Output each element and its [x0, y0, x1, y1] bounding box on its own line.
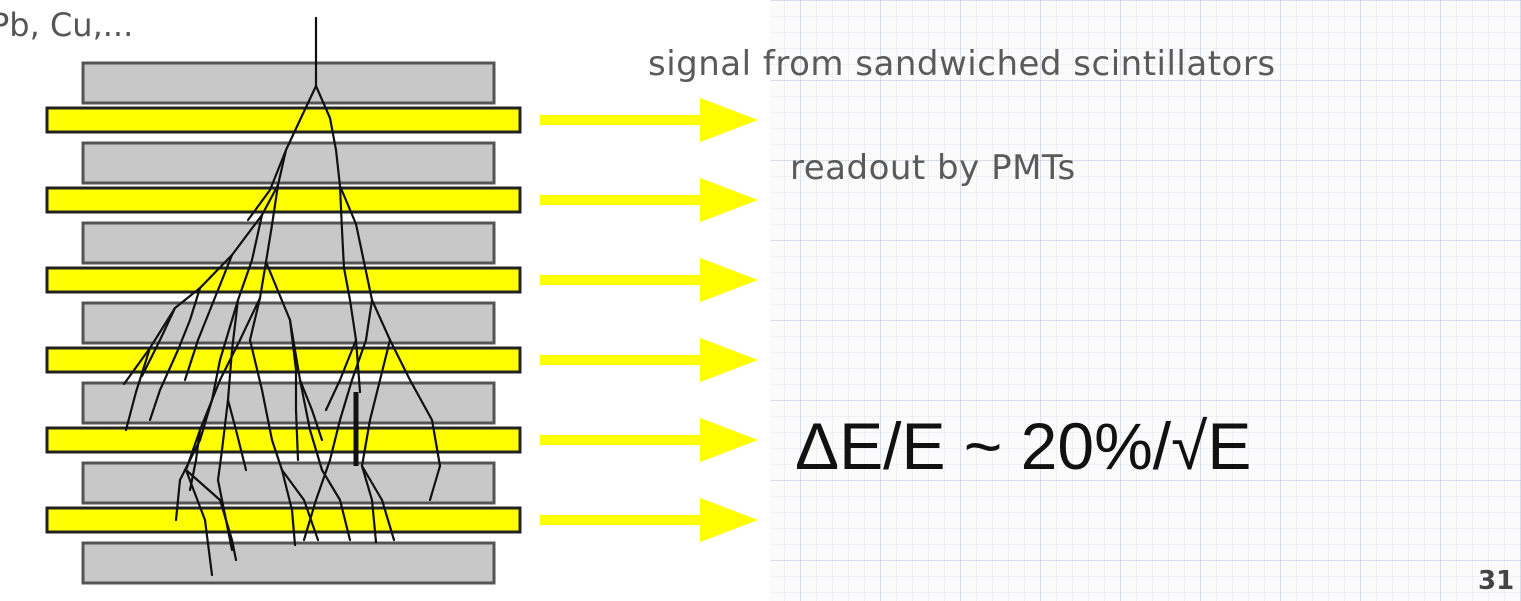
- absorber-plate: [81, 221, 496, 265]
- page-number: 31: [1478, 566, 1515, 596]
- signal-arrows: [540, 98, 758, 542]
- scintillator-plate: [45, 266, 522, 294]
- scintillator-plate: [45, 186, 522, 214]
- readout-description: readout by PMTs: [790, 148, 1076, 188]
- energy-resolution-formula: ΔE/E ~ 20%/√E: [795, 409, 1252, 483]
- scintillator-plate: [45, 346, 522, 374]
- absorber-plate: [81, 141, 496, 185]
- signal-arrow: [540, 338, 758, 382]
- absorber-plate: [81, 61, 496, 105]
- absorber-layers: [81, 61, 496, 585]
- scintillator-plate: [45, 426, 522, 454]
- signal-arrow: [540, 418, 758, 462]
- signal-arrow: [540, 178, 758, 222]
- absorber-plate: [81, 541, 496, 585]
- signal-arrow: [540, 498, 758, 542]
- signal-arrow: [540, 98, 758, 142]
- scintillator-plate: [45, 506, 522, 534]
- absorber-materials-label: Pb, Cu,...: [0, 6, 134, 44]
- scintillator-layers: [45, 106, 522, 534]
- particle-shower: [122, 16, 442, 577]
- scintillator-plate: [45, 106, 522, 134]
- signal-description: signal from sandwiched scintillators: [648, 44, 1276, 84]
- absorber-plate: [81, 381, 496, 425]
- signal-arrow: [540, 258, 758, 302]
- absorber-plate: [81, 301, 496, 345]
- calorimeter-diagram: [45, 16, 758, 585]
